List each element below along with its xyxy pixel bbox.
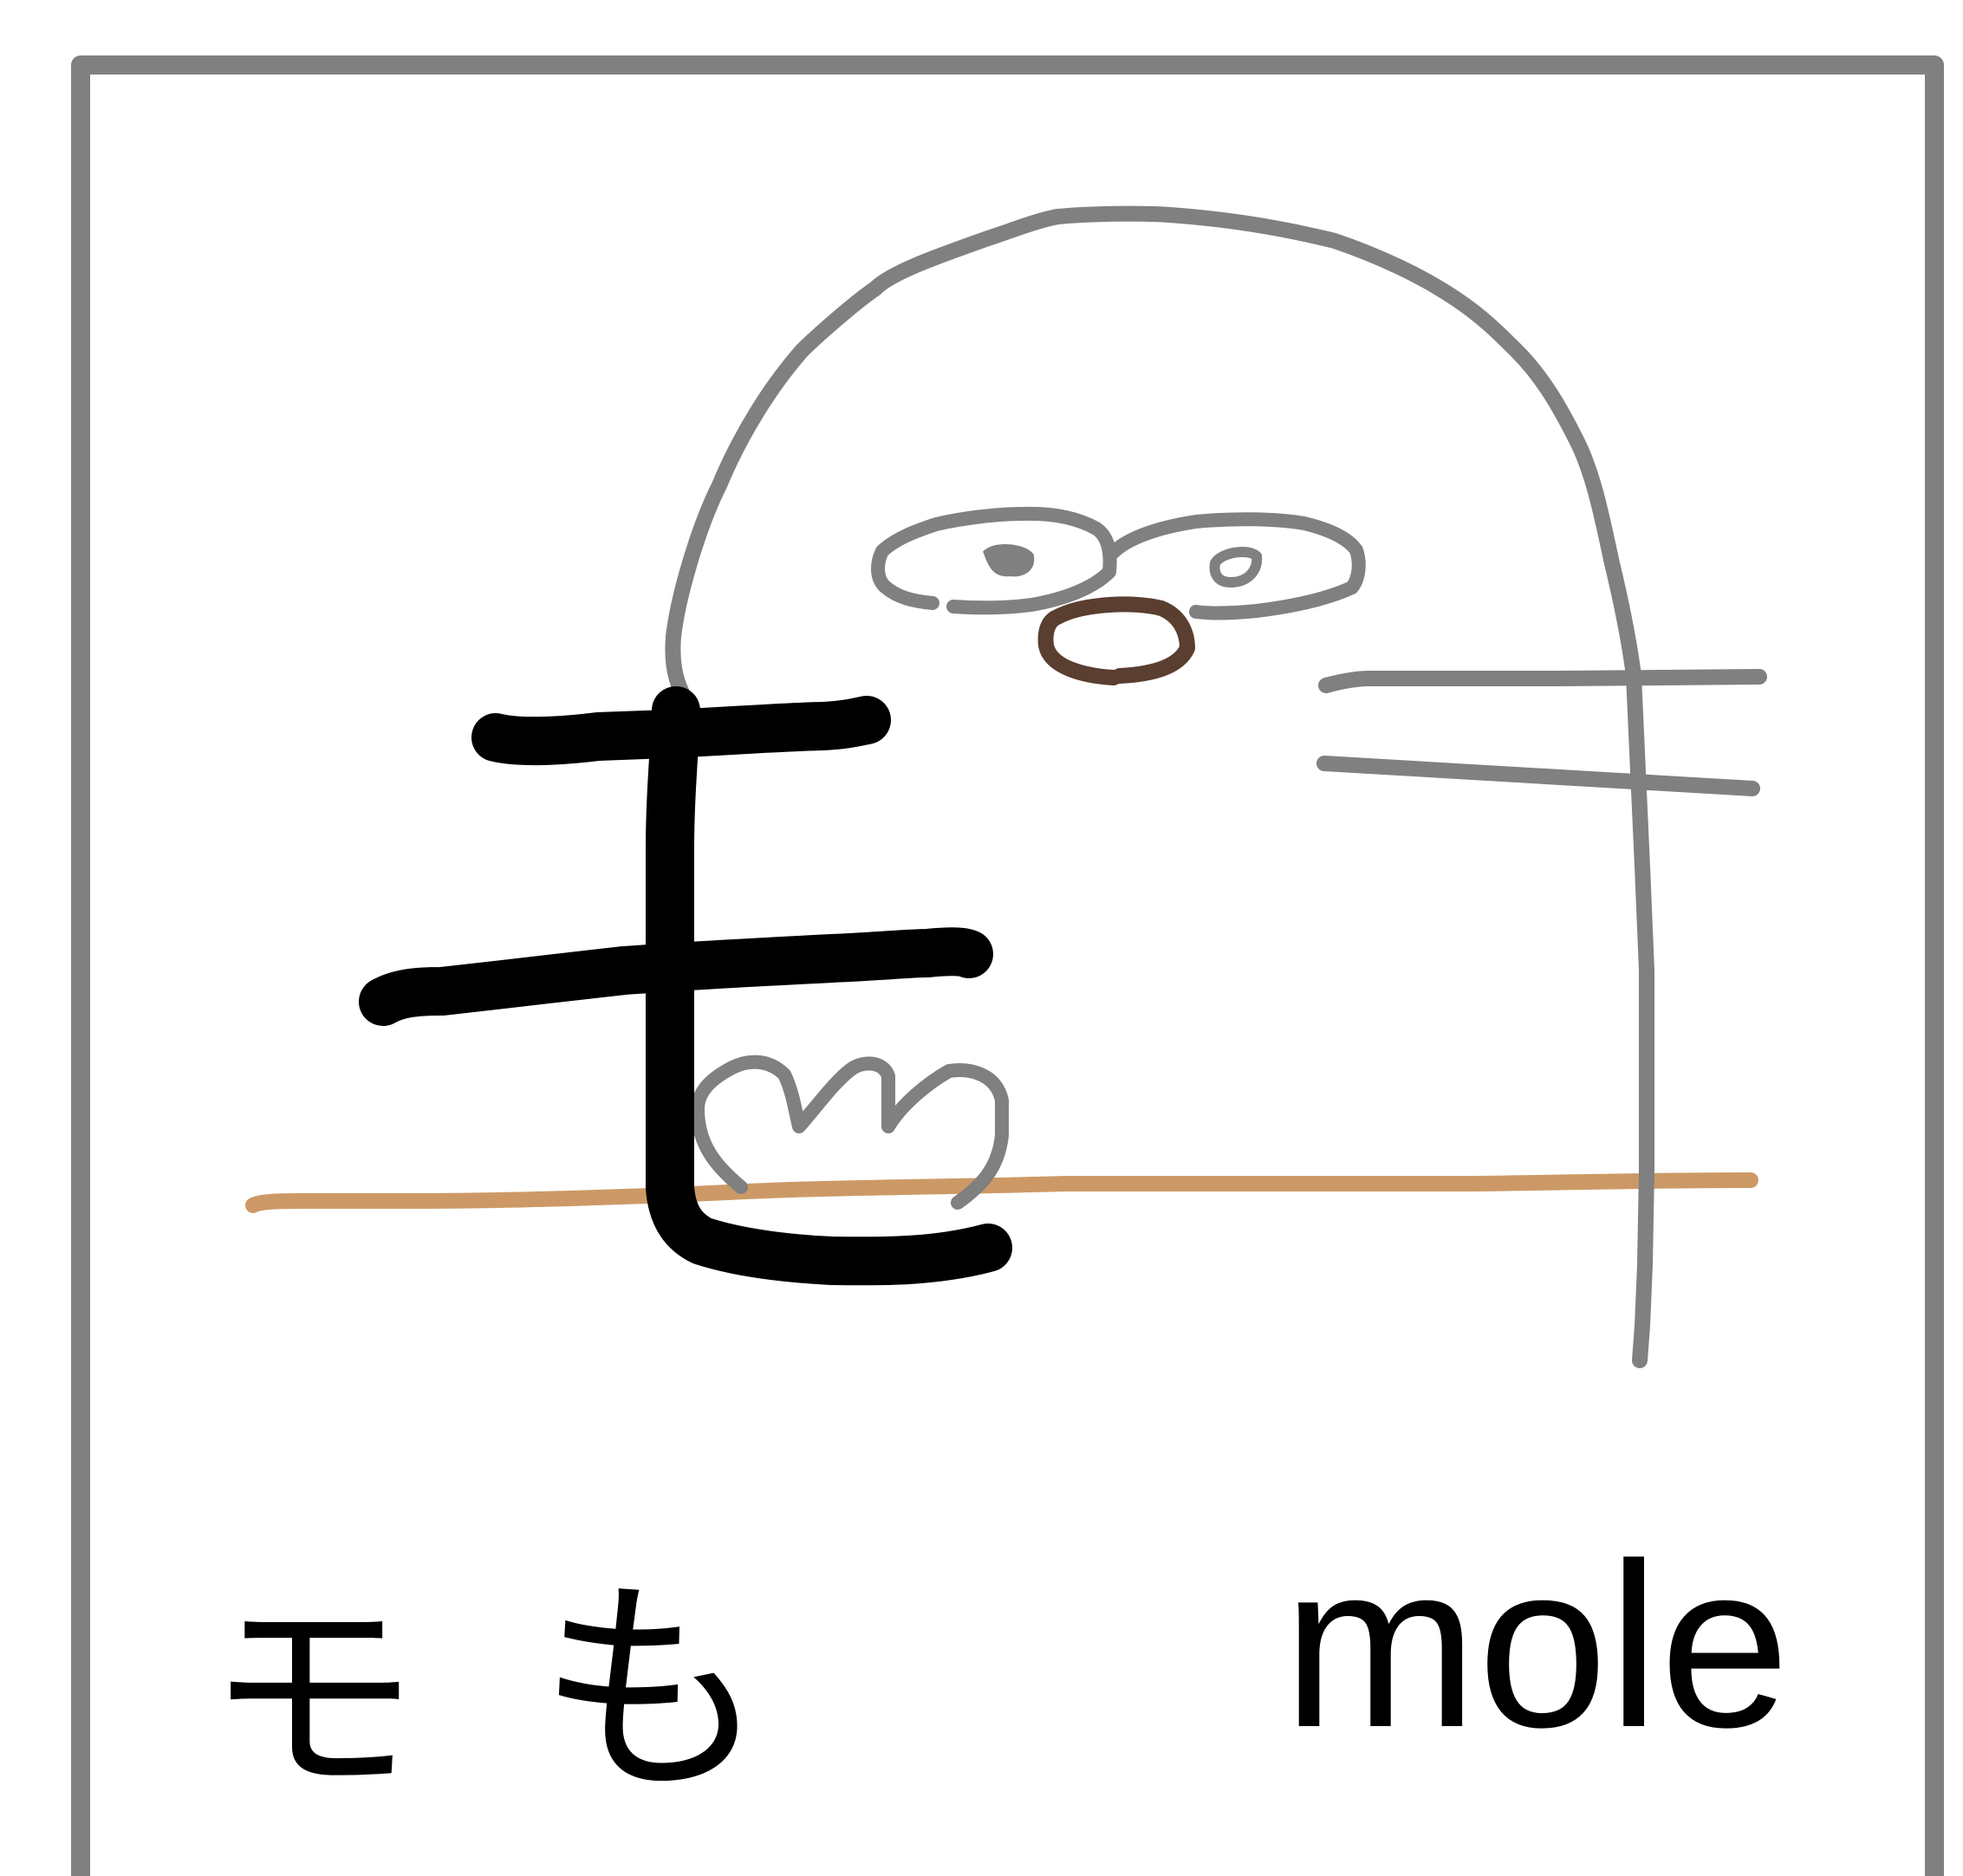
caption-katakana: モ — [206, 1575, 419, 1822]
mole-paw — [691, 1055, 1009, 1210]
mo-stroke-vertical — [646, 686, 1012, 1286]
mole-body-outline — [665, 205, 1654, 1368]
card-frame — [71, 55, 1944, 1876]
caption-hiragana: も — [537, 1558, 767, 1825]
whisker-bottom — [1316, 756, 1760, 796]
caption-english: mole — [1283, 1516, 1791, 1776]
mo-stroke-top — [471, 696, 891, 766]
right-pupil — [1209, 546, 1263, 588]
whisker-top — [1318, 669, 1767, 693]
ground-line — [245, 1172, 1758, 1213]
mo-stroke-middle — [359, 927, 993, 1026]
left-eye-outline — [871, 506, 1117, 615]
mole-nose — [1037, 596, 1195, 685]
left-pupil — [983, 544, 1035, 577]
right-eye-outline — [1104, 512, 1366, 620]
